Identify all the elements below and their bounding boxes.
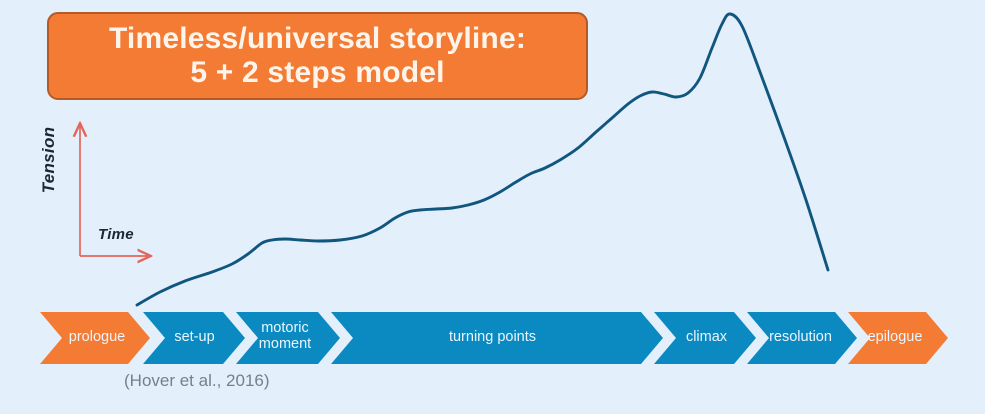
stage-chevron-turning-points[interactable]	[331, 312, 663, 364]
title-banner: Timeless/universal storyline: 5 + 2 step…	[47, 12, 588, 100]
stage-chevron-set-up[interactable]	[143, 312, 245, 364]
title-line-2: 5 + 2 steps model	[190, 56, 445, 89]
time-axis-label: Time	[98, 226, 134, 243]
stage-chevron-resolution[interactable]	[747, 312, 857, 364]
title-line-1: Timeless/universal storyline:	[108, 21, 527, 55]
tension-curve	[135, 12, 830, 307]
stage-chevron-prologue[interactable]	[40, 312, 150, 364]
storyline-stage-band	[40, 312, 948, 364]
citation-text: (Hover et al., 2016)	[124, 371, 270, 390]
stage-chevron-climax[interactable]	[654, 312, 756, 364]
stage-chevron-motoric-moment[interactable]	[236, 312, 340, 364]
stage-chevron-epilogue[interactable]	[848, 312, 948, 364]
